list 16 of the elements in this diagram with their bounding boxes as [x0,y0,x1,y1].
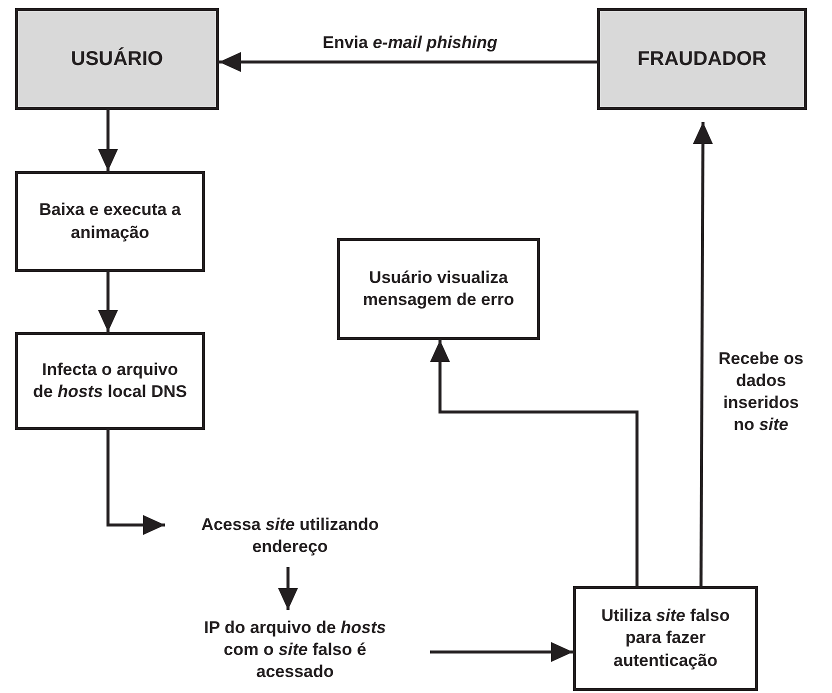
process-box: Infecta o arquivo de hosts local DNS [15,332,205,430]
actor-box: FRAUDADOR [597,8,807,110]
arrow [98,110,118,171]
arrow [98,272,118,332]
step-text: IP do arquivo de hosts com o site falso é acessado [160,610,430,690]
process-box: Baixa e executa a animação [15,171,205,272]
arrow [219,52,597,72]
arrow [106,430,165,535]
arrow [430,642,573,662]
arrow [430,340,638,586]
actor-box: USUÁRIO [15,8,219,110]
arrow [278,567,298,610]
process-box: Usuário visualiza mensagem de erro [337,238,540,340]
arrow [692,122,713,586]
process-box: Utiliza site falso para fazer autenticação [573,586,758,691]
step-text: Acessa site utilizando endereço [165,505,415,567]
